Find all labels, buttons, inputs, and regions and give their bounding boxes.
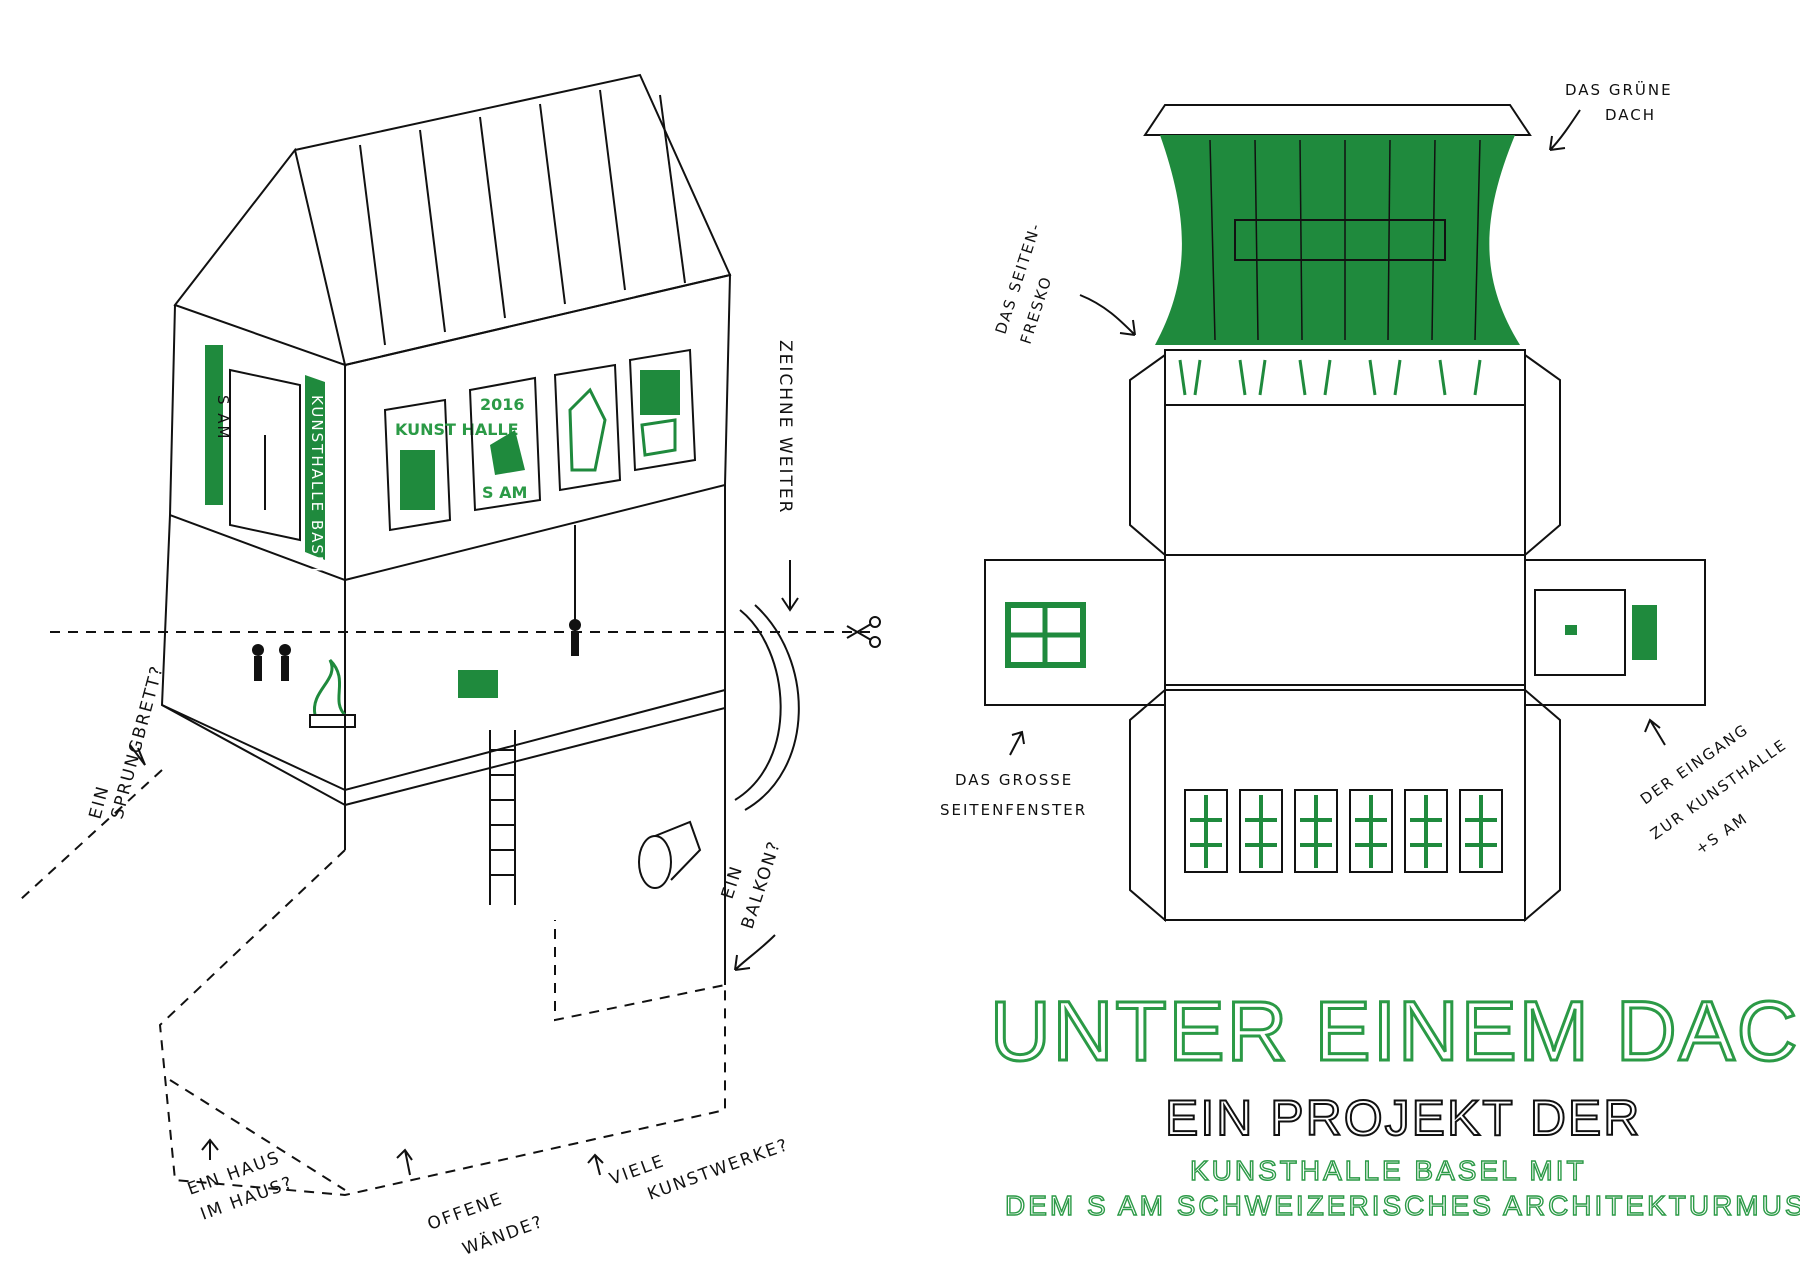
figures: [252, 619, 581, 681]
sculpture: [314, 660, 345, 715]
annotation-sprungbrett: EIN SPRUNGBRETT?: [86, 663, 168, 822]
bottom-windows: [1185, 790, 1502, 872]
window-left: [1008, 605, 1083, 665]
cutout-net: [985, 105, 1705, 920]
svg-text:+S AM: +S AM: [1692, 809, 1752, 858]
entrance-right: [1535, 590, 1657, 675]
tube-slide: [735, 605, 799, 810]
poster-3: [555, 365, 620, 490]
basement-dash: [160, 850, 725, 1195]
svg-text:DACH: DACH: [1605, 106, 1656, 124]
annotation-zeichne-weiter: ZEICHNE WEITER: [775, 340, 798, 610]
svg-text:SEITENFENSTER: SEITENFENSTER: [940, 801, 1087, 819]
svg-text:2016: 2016: [480, 395, 525, 414]
green-box: [458, 670, 498, 698]
svg-text:KUNST HALLE: KUNST HALLE: [395, 420, 519, 439]
svg-text:DAS GRÜNE: DAS GRÜNE: [1565, 80, 1673, 99]
side-banner-right: KUNSTHALLE BASEL: [305, 375, 326, 578]
annotation-seitenfenster: DAS GROSSE SEITENFENSTER: [940, 732, 1087, 819]
bottom-panel: [1165, 690, 1525, 920]
poster-4: [630, 350, 695, 470]
svg-text:ZEICHNE WEITER: ZEICHNE WEITER: [775, 340, 795, 514]
bottom-window-bars: [1190, 795, 1497, 868]
svg-text:DAS GROSSE: DAS GROSSE: [955, 771, 1073, 789]
main-title: UNTER EINEM DACH: [990, 984, 1800, 1078]
roof-front: [175, 150, 345, 365]
title-block: UNTER EINEM DACH EIN PROJEKT DER KUNSTHA…: [990, 984, 1800, 1221]
ladder: [490, 730, 515, 905]
right-side-flap: [1525, 355, 1560, 555]
annotation-viele-kunstwerke: VIELE KUNSTWERKE?: [588, 1135, 792, 1205]
roof-flap: [1145, 105, 1530, 135]
bottom-left-flap: [1130, 690, 1165, 920]
credit-line-2: DEM S AM SCHWEIZERISCHES ARCHITEKTURMUSE…: [1005, 1190, 1800, 1221]
subtitle: EIN PROJEKT DER: [1165, 1090, 1641, 1146]
annotation-balkon: EIN BALKON?: [718, 838, 785, 970]
annotation-seitenfresko: DAS SEITEN- FRESKO: [992, 220, 1135, 346]
roof-top: [295, 75, 730, 365]
svg-text:S AM: S AM: [482, 483, 527, 502]
poster-2: 2016 S AM: [470, 378, 540, 510]
bottom-right-flap: [1525, 690, 1560, 920]
house-drawing: KUNST HALLE 2016 S AM S AM KUNSTHALLE BA…: [20, 75, 870, 1195]
annotation-haus-im-haus: EIN HAUS IM HAUS?: [185, 1140, 297, 1225]
svg-text:EIN: EIN: [718, 863, 748, 902]
pipe: [639, 836, 671, 888]
fresco-figures: [1180, 360, 1480, 395]
roof-lines: [360, 90, 685, 345]
springboard-dash: [20, 770, 162, 900]
svg-text:SPRUNGBRETT?: SPRUNGBRETT?: [108, 663, 168, 822]
side-banner-left: S AM: [205, 345, 232, 505]
green-roof: [1155, 135, 1520, 345]
svg-text:BALKON?: BALKON?: [738, 838, 785, 932]
annotation-gruene-dach: DAS GRÜNE DACH: [1550, 80, 1673, 150]
fresco-band: [1165, 350, 1525, 405]
svg-text:KUNSTHALLE BASEL: KUNSTHALLE BASEL: [308, 395, 326, 578]
annotation-eingang: DER EINGANG ZUR KUNSTHALLE +S AM: [1637, 720, 1790, 858]
credit-line-1: KUNSTHALLE BASEL MIT: [1190, 1155, 1587, 1186]
floor-slab: [162, 690, 725, 790]
left-side-flap: [1130, 355, 1165, 555]
main-panel: [1165, 405, 1525, 555]
right-wing: [1525, 560, 1705, 705]
main-panel-2: [1165, 555, 1525, 685]
